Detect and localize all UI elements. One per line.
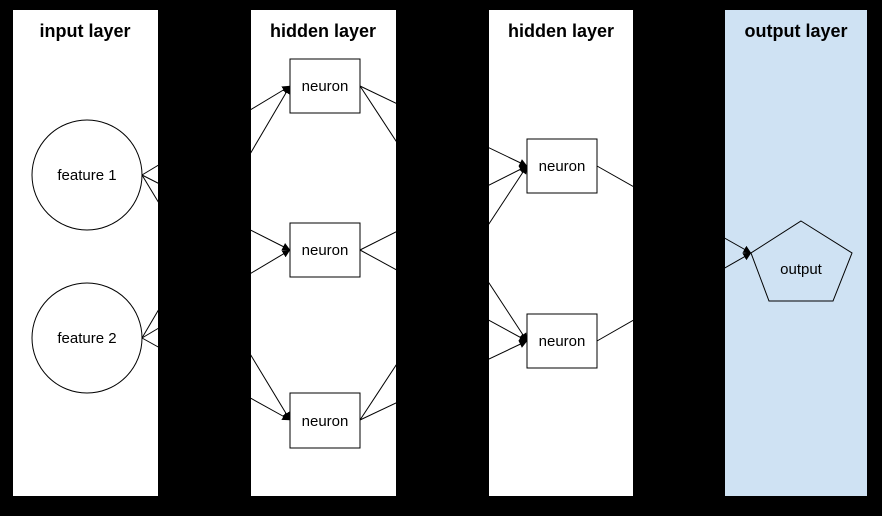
edge-hidden1-neuron1-hidden2-neuron1 bbox=[359, 85, 528, 167]
edge-hidden2-neuron2-output bbox=[596, 252, 752, 342]
title-output-layer: output layer bbox=[744, 21, 847, 41]
node-hidden1-neuron2-label: neuron bbox=[302, 242, 349, 259]
edge-feature2-hidden1-neuron3 bbox=[141, 337, 291, 421]
node-feature1-label: feature 1 bbox=[57, 167, 116, 184]
edge-hidden1-neuron1-hidden2-neuron2 bbox=[359, 85, 528, 342]
title-hidden-layer-2: hidden layer bbox=[508, 21, 614, 41]
node-hidden2-neuron1-rect bbox=[526, 138, 598, 194]
node-hidden1-neuron2-rect bbox=[289, 222, 361, 278]
node-output-label: output bbox=[780, 261, 823, 278]
node-output-pentagon bbox=[750, 220, 853, 302]
title-hidden-layer-1: hidden layer bbox=[270, 21, 376, 41]
node-feature1-circle bbox=[31, 119, 143, 231]
edge-hidden2-neuron1-output bbox=[596, 165, 752, 254]
edge-feature2-hidden1-neuron2 bbox=[141, 249, 291, 339]
edge-feature2-hidden1-neuron1 bbox=[141, 85, 291, 339]
title-input-layer: input layer bbox=[39, 21, 130, 41]
panel-input-layer bbox=[13, 10, 158, 496]
node-feature2-label: feature 2 bbox=[57, 330, 116, 347]
node-hidden1-neuron1-rect bbox=[289, 58, 361, 114]
node-hidden2-neuron2-label: neuron bbox=[539, 333, 586, 350]
edge-hidden1-neuron3-hidden2-neuron2 bbox=[359, 340, 528, 421]
edge-hidden1-neuron2-hidden2-neuron1 bbox=[359, 165, 528, 251]
node-feature2-circle bbox=[31, 282, 143, 394]
edge-feature1-hidden1-neuron3 bbox=[141, 174, 291, 421]
node-hidden2-neuron2-rect bbox=[526, 313, 598, 369]
node-hidden1-neuron1-label: neuron bbox=[302, 78, 349, 95]
node-hidden1-neuron3-label: neuron bbox=[302, 413, 349, 430]
edge-hidden1-neuron2-hidden2-neuron2 bbox=[359, 249, 528, 342]
node-hidden1-neuron3-rect bbox=[289, 392, 361, 449]
edge-hidden1-neuron3-hidden2-neuron1 bbox=[359, 165, 528, 421]
panel-hidden-layer-2 bbox=[489, 10, 633, 496]
edge-feature1-hidden1-neuron1 bbox=[141, 85, 291, 176]
node-hidden2-neuron1-label: neuron bbox=[539, 158, 586, 175]
